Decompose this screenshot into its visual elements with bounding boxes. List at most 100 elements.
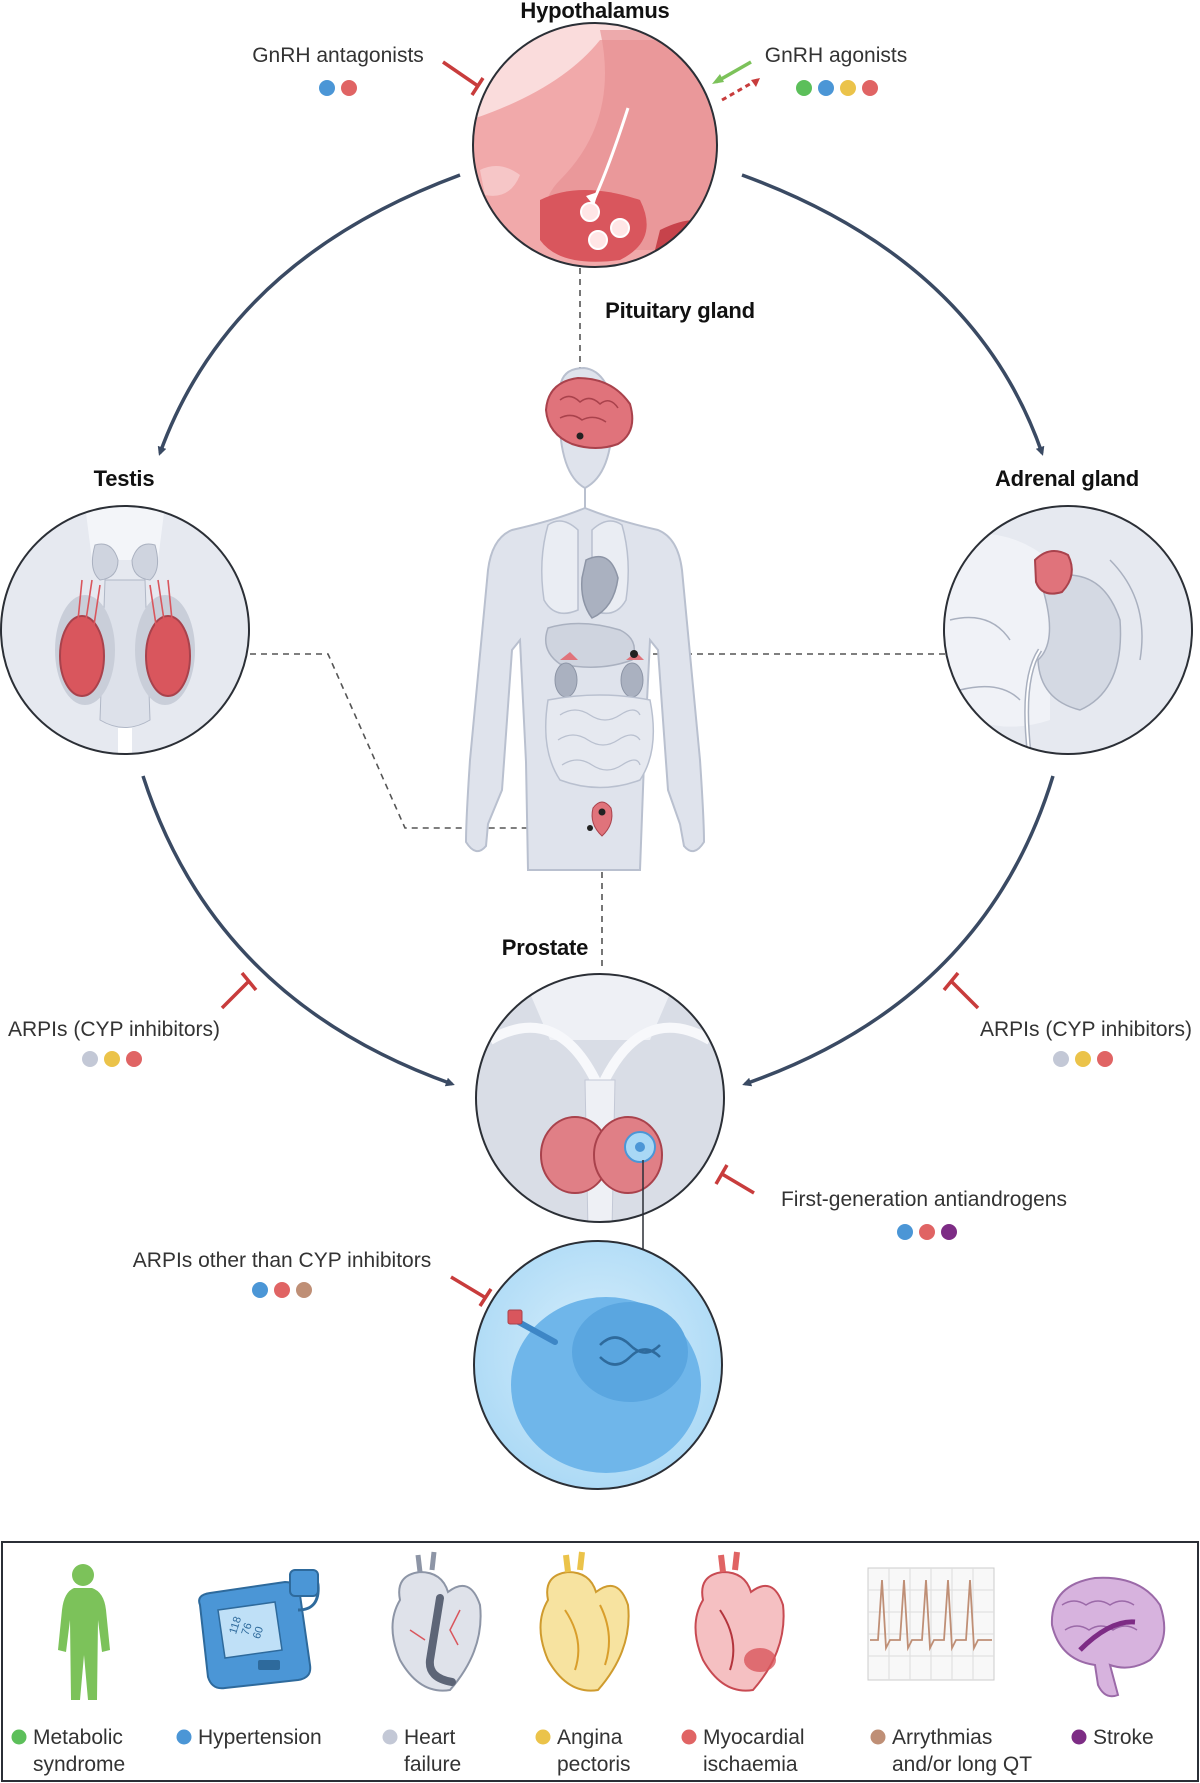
drug-gnrh-antagonists: GnRH antagonists <box>252 44 485 96</box>
adrenal-circle <box>943 505 1193 755</box>
organ-title-adrenal: Adrenal gland <box>995 466 1139 491</box>
brain-stroke-icon <box>1050 1576 1166 1698</box>
organ-title-hypothalamus: Hypothalamus <box>520 0 669 23</box>
organ-title-testis: Testis <box>94 466 155 491</box>
drug-label-gnrh-agonists: GnRH agonists <box>765 44 907 67</box>
drug-first-gen-antiandrogens: First-generation antiandrogens <box>714 1164 1067 1240</box>
risk-dot-hypertension <box>897 1224 913 1240</box>
angina-heart-icon <box>539 1551 630 1692</box>
heart-failure-icon <box>391 1551 482 1692</box>
risk-dot-hypertension <box>818 80 834 96</box>
legend-dot-heart_failure <box>382 1729 398 1745</box>
risk-dot-ischaemia <box>341 80 357 96</box>
bp-readout-value: 60 <box>251 1625 266 1640</box>
brain-highlight <box>544 376 634 449</box>
hypothalamus-circle <box>472 22 718 268</box>
legend-item-hypertension: Hypertension <box>176 1726 322 1749</box>
legend-label-arrhythmia: Arrythmias <box>892 1726 992 1749</box>
risk-dot-arrhythmia <box>296 1282 312 1298</box>
blood-pressure-monitor-icon: 1187660 <box>198 1569 320 1690</box>
legend-dot-hypertension <box>176 1729 192 1745</box>
risk-dot-metabolic <box>796 80 812 96</box>
legend-panel: 1187660 <box>1 1541 1199 1782</box>
drug-arpi-right: ARPIs (CYP inhibitors) <box>942 971 1192 1067</box>
ecg-icon <box>867 1567 995 1681</box>
risk-dots-arpi-right <box>1053 1051 1113 1067</box>
legend-label-angina: Angina <box>557 1726 623 1749</box>
legend-label-metabolic: Metabolic <box>33 1726 123 1749</box>
legend-label-metabolic-line2: syndrome <box>33 1753 125 1776</box>
drug-gnrh-agonists: GnRH agonists <box>712 44 907 102</box>
risk-dot-heart_failure <box>82 1051 98 1067</box>
axis-arrows <box>141 173 1055 1087</box>
legend-item-arrhythmia: Arrythmias and/or long QT <box>870 1726 1032 1776</box>
drug-arpi-other: ARPIs other than CYP inhibitors <box>133 1249 493 1307</box>
legend-item-angina: Angina pectoris <box>535 1726 631 1776</box>
arrow-hypothalamus-to-testis <box>157 173 461 456</box>
risk-dots-arpi-left <box>82 1051 142 1067</box>
adrenal-highlight-left <box>560 652 578 660</box>
bp-readout-value: 76 <box>240 1621 255 1636</box>
cancer-cell-circle <box>473 1240 723 1490</box>
risk-dot-hypertension <box>252 1282 268 1298</box>
risk-dot-heart_failure <box>1053 1051 1069 1067</box>
risk-dot-ischaemia <box>126 1051 142 1067</box>
risk-dots-arpi-other <box>252 1282 312 1298</box>
legend-label-arrhythmia-line2: and/or long QT <box>892 1753 1032 1776</box>
risk-dot-stroke <box>941 1224 957 1240</box>
inhibit-mark-arpi-other <box>450 1275 493 1307</box>
legend-label-angina-line2: pectoris <box>557 1753 631 1776</box>
drug-label-arpi-other: ARPIs other than CYP inhibitors <box>133 1249 431 1272</box>
risk-dot-ischaemia <box>919 1224 935 1240</box>
agonist-arrow-out <box>721 78 758 102</box>
inhibit-mark-first-gen <box>714 1164 755 1195</box>
drug-arpi-left: ARPIs (CYP inhibitors) <box>8 971 258 1067</box>
arrow-adrenal-to-prostate <box>742 775 1055 1087</box>
legend-dot-stroke <box>1071 1729 1087 1745</box>
body-silhouette-icon <box>58 1564 110 1700</box>
risk-dots-first-gen <box>897 1224 957 1240</box>
drug-label-gnrh-antagonists: GnRH antagonists <box>252 44 424 67</box>
legend-item-stroke: Stroke <box>1071 1726 1154 1749</box>
legend-label-ischaemia: Myocardial <box>703 1726 805 1749</box>
liver-stomach <box>545 622 635 668</box>
risk-dot-angina <box>840 80 856 96</box>
drug-label-first-gen: First-generation antiandrogens <box>781 1188 1067 1211</box>
drug-label-arpi-right: ARPIs (CYP inhibitors) <box>980 1018 1192 1041</box>
organ-title-pituitary: Pituitary gland <box>605 298 755 323</box>
kidney-right <box>620 662 644 698</box>
risk-dot-ischaemia <box>1097 1051 1113 1067</box>
arrow-hypothalamus-to-adrenal <box>741 173 1045 456</box>
connector-testis <box>250 653 592 829</box>
legend-dot-angina <box>535 1729 551 1745</box>
legend-item-metabolic: Metabolic syndrome <box>11 1726 125 1776</box>
intestines <box>544 694 655 789</box>
legend-dot-ischaemia <box>681 1729 697 1745</box>
human-body-figure <box>464 366 706 871</box>
organ-title-prostate: Prostate <box>502 935 588 960</box>
legend-label-heart_failure: Heart <box>404 1726 456 1749</box>
bp-readout: 1187660 <box>227 1615 267 1643</box>
inhibit-mark-arpi-right <box>942 971 980 1010</box>
risk-dot-ischaemia <box>274 1282 290 1298</box>
ischaemic-heart-icon <box>694 1551 785 1692</box>
testis-circle <box>0 505 250 755</box>
prostate-circle <box>475 973 725 1223</box>
risk-dots-gnrh-agonists <box>796 80 878 96</box>
risk-dot-ischaemia <box>862 80 878 96</box>
risk-dot-angina <box>104 1051 120 1067</box>
heart-organ <box>580 555 619 619</box>
inhibit-mark-gnrh-antagonists <box>442 60 485 96</box>
legend-dot-metabolic <box>11 1729 27 1745</box>
kidney-left <box>554 662 578 698</box>
inhibit-mark-arpi-left <box>220 971 258 1010</box>
bp-readout-value: 118 <box>227 1615 244 1635</box>
risk-dot-angina <box>1075 1051 1091 1067</box>
legend-entries: Metabolic syndrome Hypertension Heartfailur… <box>11 1726 1154 1776</box>
pelvis-highlight <box>591 801 613 837</box>
drug-label-arpi-left: ARPIs (CYP inhibitors) <box>8 1018 220 1041</box>
legend-label-hypertension: Hypertension <box>198 1726 322 1749</box>
